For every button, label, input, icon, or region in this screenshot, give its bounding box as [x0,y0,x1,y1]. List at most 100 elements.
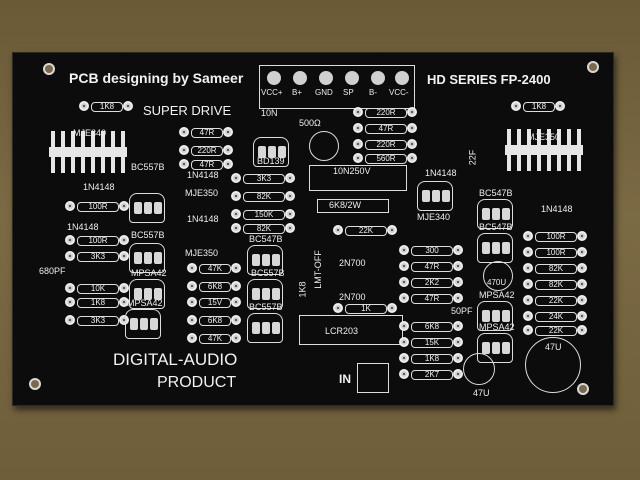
series-label: HD SERIES FP-2400 [427,72,551,87]
transistor [477,301,513,331]
diode-label: 1N4148 [187,214,219,224]
diode-label: 1N4148 [67,222,99,232]
terminal-screw [319,71,333,85]
resistor: 47R [179,127,233,138]
capacitor [463,353,495,385]
transistor-label: MJE350 [185,188,219,198]
resistor: 2K2 [399,277,463,288]
heatsink-left [49,131,127,173]
transistor-label: BD139 [257,156,285,166]
resistor: 1K [333,303,397,314]
designer-credit: PCB designing by Sameer [69,70,244,86]
transistor-label: MPSA42 [479,290,515,300]
transistor [129,193,165,223]
capacitor-label: 10N [261,108,278,118]
transistor-label: MPSA42 [127,298,163,308]
resistor: 82K [523,279,587,290]
transistor [477,233,513,263]
heatsink-right [505,129,583,171]
terminal-label: VCC- [389,88,409,97]
resistor: 82K [523,263,587,274]
board-title: SUPER DRIVE [143,103,232,118]
transistor [125,309,161,339]
diode-label: 1N4148 [83,182,115,192]
capacitor-label: 22F [467,149,478,166]
resistor: 100R [65,235,129,246]
mounting-hole [577,383,589,395]
diode: 15V [187,297,241,308]
transistor-label: BC557B [251,268,285,278]
capacitor [525,337,581,393]
transistor-label: MPSA42 [479,322,515,332]
transistor-label: MPSA42 [131,268,167,278]
resistor: 47R [399,293,463,304]
terminal-screw [345,71,359,85]
resistor: 3K3 [65,315,129,326]
resistor: 47R [353,123,417,134]
transistor-label: 2N700 [339,292,366,302]
resistor: 1K8 [65,297,129,308]
resistor: 150K [231,209,295,220]
resistor: 1K8 [511,101,565,112]
diode-label: 1N4148 [541,204,573,214]
pcb-board: PCB designing by Sameer HD SERIES FP-240… [12,52,614,406]
output-terminal-block [259,65,415,109]
transistor [247,279,283,309]
transistor-label: BC547B [479,188,513,198]
input-connector [357,363,389,393]
terminal-label: SP [343,88,354,97]
transistor [253,137,289,167]
capacitor-label: 470U [487,278,507,287]
resistor: 220R [179,145,233,156]
transistor [129,279,165,309]
capacitor-label: 47U [473,388,490,398]
capacitor-label: 47U [545,342,562,352]
transistor [477,199,513,229]
mounting-hole [43,63,55,75]
footer-line-1: DIGITAL-AUDIO [113,350,238,369]
resistor: 10K [65,283,129,294]
transistor-label: MJE340 [417,212,451,222]
resistor: 22K [523,295,587,306]
terminal-screw [395,71,409,85]
transistor-label: MJE340 [73,128,107,138]
terminal-label: B+ [292,88,303,97]
resistor: 3K3 [65,251,129,262]
resistor: 300 [399,245,463,256]
resistor: 22K [523,325,587,336]
footer-line-2: PRODUCT [157,374,237,391]
diode-label: 1N4148 [187,170,219,180]
resistor: 47R [179,159,233,170]
terminal-label: GND [315,88,333,97]
terminal-label: VCC+ [261,88,283,97]
diode-label: 1N4148 [425,168,457,178]
capacitor-label: 680PF [39,266,66,276]
transistor-label: 2N700 [339,258,366,268]
mounting-hole [587,61,599,73]
resistor: 22K [333,225,397,236]
resistor: 3K3 [231,173,295,184]
resistor: 82K [231,191,295,202]
resistor: 220R [353,139,417,150]
resistor: 100R [65,201,129,212]
capacitor [483,261,513,291]
transistor-label: BC547B [249,234,283,244]
terminal-label: B- [369,88,377,97]
transistor [129,243,165,273]
mounting-hole [29,378,41,390]
pot-label: 500Ω [299,118,321,128]
resistor: 82K [231,223,295,234]
transistor [477,333,513,363]
terminal-screw [293,71,307,85]
resistor-label: 1K8 [297,281,308,298]
transistor-label: MJE350 [527,132,561,142]
resistor: 220R [353,107,417,118]
transistor-label: BC557B [131,230,165,240]
capacitor-label: 50PF [451,306,473,316]
resistor: 1K8 [399,353,463,364]
transistor [247,313,283,343]
power-resistor [317,199,389,213]
resistor: 6K8 [187,281,241,292]
resistor: 560R [353,153,417,164]
transistor-label: BC557B [249,302,283,312]
